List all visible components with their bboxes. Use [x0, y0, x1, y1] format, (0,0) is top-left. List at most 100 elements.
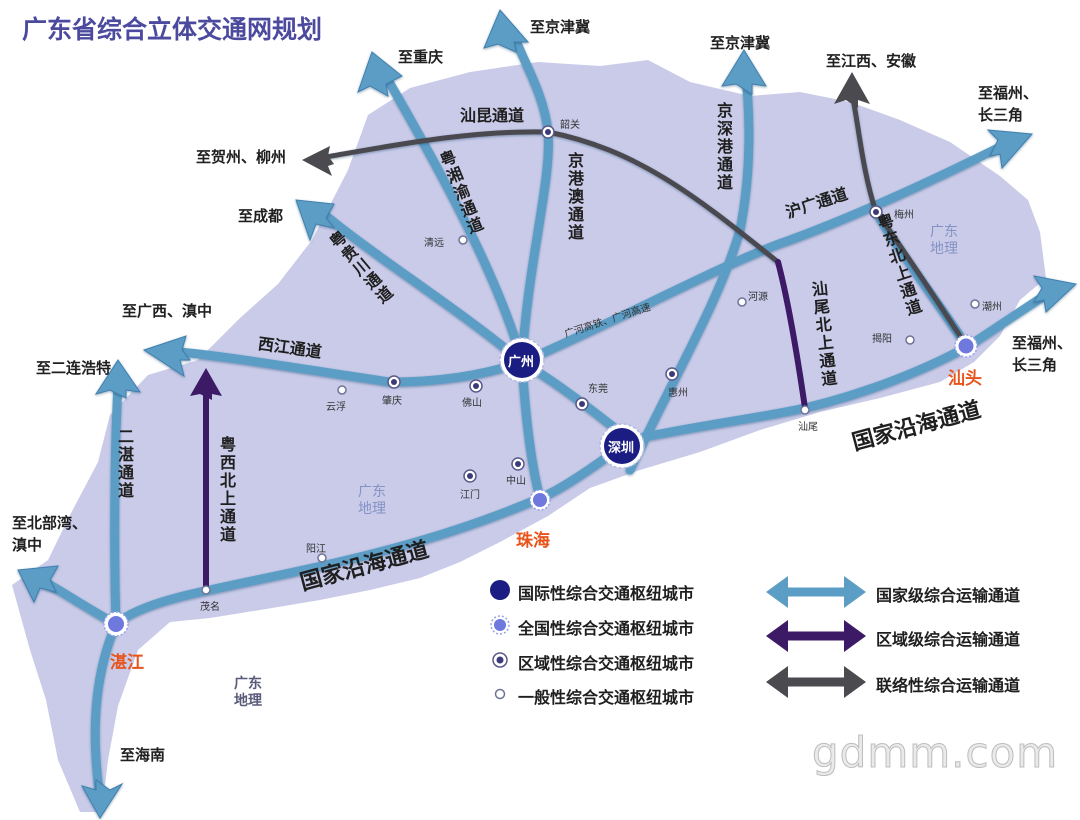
arrowheads-regional [190, 368, 222, 400]
node-jieyang [905, 335, 915, 345]
city-maoming: 茂名 [200, 602, 220, 613]
legend-regional-hub: 区域性综合交通枢纽城市 [518, 654, 695, 673]
label-shankun: 汕昆通道 [460, 106, 525, 125]
arrow-hezhou [302, 146, 334, 176]
arrowheads-link [302, 72, 870, 176]
arrow-beibuwan [17, 565, 59, 604]
site-watermark: gdmm.com [811, 728, 1059, 778]
legend-icon-national [490, 615, 510, 635]
dest-erlianhaote: 至二连浩特 [36, 359, 112, 377]
channel-erzhan [110, 380, 123, 629]
city-jieyang: 揭阳 [872, 334, 892, 345]
node-shaoguan [541, 125, 555, 139]
legend-icon-international [490, 580, 510, 600]
legend-link-channel: 联络性综合运输通道 [876, 676, 1021, 695]
legend-national-channel: 国家级综合运输通道 [876, 586, 1021, 605]
channel-guangheg-hugang [517, 137, 1015, 367]
legend-arrow-national [766, 576, 866, 608]
node-zhongshan [511, 457, 525, 471]
dest-fuzhou-right: 至福州、 长三角 [1012, 334, 1073, 374]
city-foshan: 佛山 [462, 398, 482, 409]
arrow-jiangxi [834, 72, 870, 108]
node-huizhou [665, 367, 679, 381]
dest-hezhou-liuzhou: 至贺州、柳州 [196, 148, 287, 166]
channel-shanweibei [775, 259, 808, 411]
arrowheads-national [17, 9, 1078, 819]
watermark-gd-3: 广东 地理 [234, 676, 262, 709]
dest-guangxi-dianzhong: 至广西、滇中 [122, 302, 213, 320]
arrow-yuexibei [190, 368, 222, 400]
dest-beibuwan-dianzhong: 至北部湾、 滇中 [12, 514, 88, 554]
dest-jingjinji-2: 至京津冀 [710, 34, 771, 52]
node-meizhou [869, 205, 883, 219]
node-yunfu [337, 385, 347, 395]
node-zhanjiang [103, 611, 129, 637]
city-yunfu: 云浮 [326, 402, 346, 413]
dest-hainan: 至海南 [120, 746, 166, 764]
city-zhanjiang: 湛江 [110, 653, 144, 673]
node-shenzhen [599, 423, 645, 469]
channel-yuexiangyu [383, 75, 527, 367]
city-dongguan: 东莞 [588, 384, 608, 395]
arrow-chengdu [295, 199, 336, 242]
legend-regional-channel: 区域级综合运输通道 [876, 630, 1021, 649]
channel-jingshengang [625, 63, 754, 475]
dest-chengdu: 至成都 [238, 207, 284, 225]
regional-hubs [387, 125, 883, 483]
label-jingshengang: 京深港通道 [714, 102, 733, 192]
city-heyuan: 河源 [748, 292, 768, 303]
watermark-gd-1: 广东 地理 [930, 224, 958, 257]
arrow-guangxi [142, 335, 192, 378]
label-jinggangao: 京港澳通道 [565, 152, 584, 242]
city-jiangmen: 江门 [460, 490, 480, 501]
city-shaoguan: 韶关 [560, 120, 580, 131]
channel-xijiang [175, 347, 527, 387]
arrow-jingjinji-1 [483, 9, 530, 53]
city-meizhou: 梅州 [894, 210, 914, 221]
node-jiangmen [463, 469, 477, 483]
dest-jiangxi-anhui: 至江西、安徽 [826, 52, 917, 70]
label-erzhan: 二湛通道 [115, 428, 134, 500]
legend-icons [490, 576, 866, 700]
city-shantou: 汕头 [948, 369, 982, 389]
international-hubs [499, 337, 645, 469]
legend-arrow-regional [766, 620, 866, 652]
city-yangjiang: 阳江 [306, 544, 326, 555]
dest-chongqing: 至重庆 [398, 48, 444, 66]
node-foshan [469, 379, 483, 393]
legend-icon-general [494, 688, 506, 700]
arrow-hainan [80, 779, 124, 819]
node-shanwei [800, 405, 810, 415]
city-zhaoqing: 肇庆 [382, 396, 402, 407]
node-qingyuan [458, 235, 468, 245]
node-shantou [954, 334, 978, 358]
national-hubs [103, 334, 978, 637]
channel-coastal-west [111, 435, 635, 629]
node-heyuan [737, 297, 747, 307]
city-shenzhen: 深圳 [608, 441, 635, 456]
arrow-chongqing [357, 51, 403, 97]
arrow-fuzhou-right [1032, 275, 1078, 314]
channel-yueguichuan [320, 210, 527, 367]
city-guangzhou: 广州 [508, 355, 535, 370]
dest-jingjinji-1: 至京津冀 [530, 18, 591, 36]
node-zhuhai [529, 489, 551, 511]
node-yangjiang [317, 553, 327, 563]
legend-international-hub: 国际性综合交通枢纽城市 [518, 584, 695, 603]
city-zhongshan: 中山 [506, 476, 526, 487]
legend-arrow-link [766, 666, 866, 698]
city-zhuhai: 珠海 [516, 531, 550, 551]
general-hubs [201, 235, 980, 595]
regional-channels [203, 259, 808, 593]
channel-hainan [90, 619, 121, 803]
city-shanwei: 汕尾 [798, 422, 818, 433]
legend-national-hub: 全国性综合交通枢纽城市 [518, 619, 695, 638]
city-huizhou: 惠州 [668, 388, 688, 399]
arrow-jingjinji-2 [721, 49, 767, 95]
node-maoming [201, 585, 211, 595]
map-title: 广东省综合立体交通网规划 [22, 15, 323, 44]
channel-jinggangao [507, 25, 553, 367]
channel-coastal-east [625, 287, 1055, 445]
